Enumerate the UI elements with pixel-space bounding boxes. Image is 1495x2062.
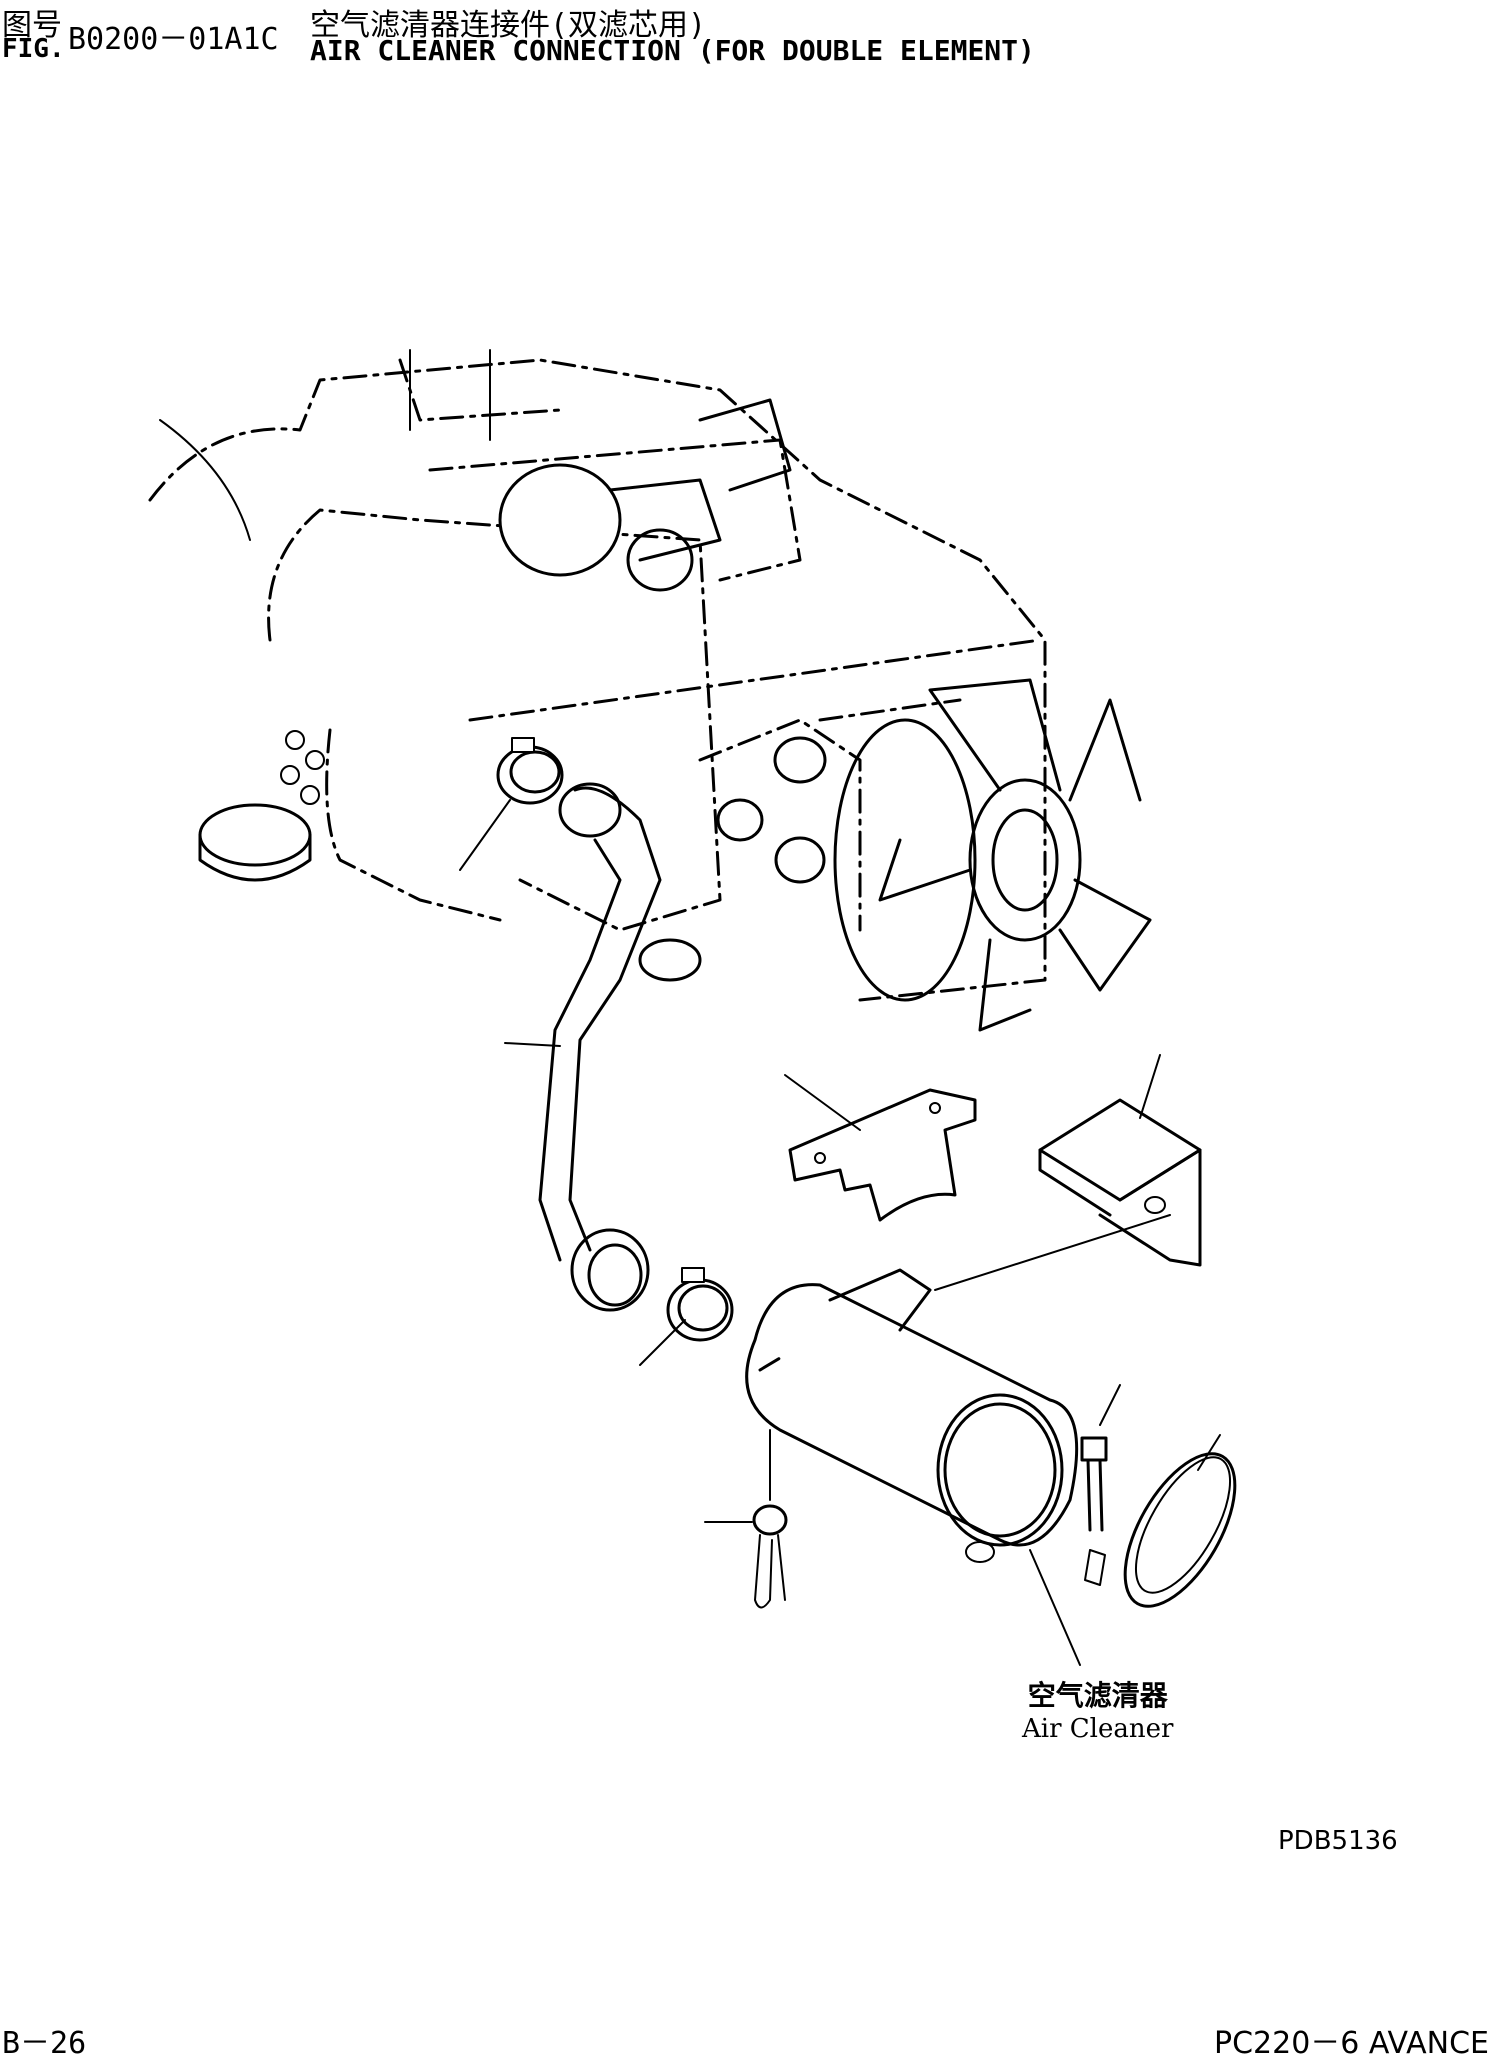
engine-mount [198, 730, 325, 882]
band-clamp [1084, 1452, 1237, 1608]
mounting-bracket [788, 1088, 977, 1222]
hose-clamp-lower [666, 1267, 734, 1342]
callout-label-chinese: 空气滤清器 [1027, 1679, 1168, 1712]
air-cleaner-body [745, 1268, 1079, 1563]
title-english: AIR CLEANER CONNECTION (FOR DOUBLE ELEME… [310, 34, 1035, 67]
model-name: PC220－6 AVANCE [1214, 2026, 1489, 2061]
leader-lines [459, 799, 1221, 1666]
callout-label-english: Air Cleaner [1022, 1714, 1174, 1744]
hose-clamp-upper [496, 737, 564, 805]
engine-block-outline [148, 349, 1047, 1002]
intake-hose [538, 782, 662, 1312]
title-chinese: 空气滤清器连接件(双滤芯用) [310, 8, 707, 43]
mounting-bolt [1080, 1436, 1108, 1532]
drawing-code: PDB5136 [1278, 1826, 1398, 1856]
header-cn-label: 图号 [2, 8, 62, 43]
figure-number: B0200－01A1C [68, 22, 279, 57]
header-fig-label: FIG. [2, 34, 65, 64]
dust-indicator [752, 1429, 788, 1609]
turbocharger [498, 398, 792, 592]
support-plate [1038, 1098, 1202, 1267]
cooling-fan [638, 678, 1152, 1032]
page-number: B－26 [2, 2026, 87, 2061]
air-cleaner-callout: 空气滤清器 Air Cleaner [1022, 1674, 1173, 1744]
